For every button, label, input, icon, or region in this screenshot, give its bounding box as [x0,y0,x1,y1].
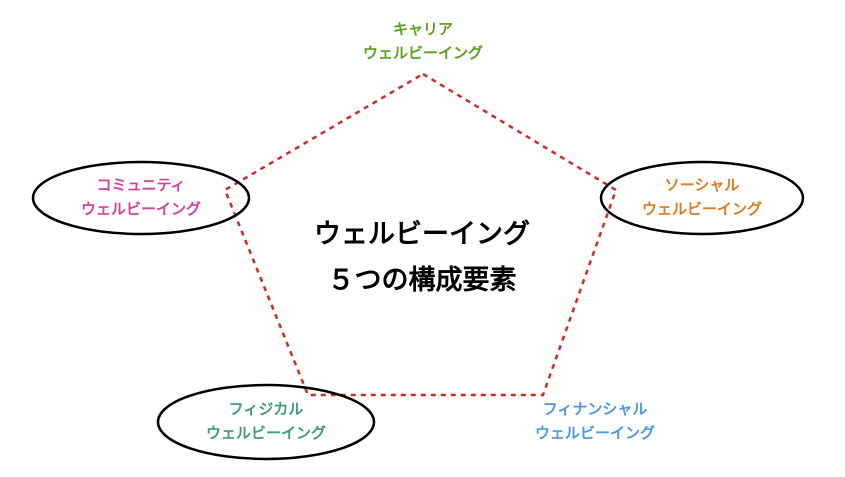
node-social-line2: ウェルビーイング [641,200,762,218]
social-ellipse [599,160,805,236]
node-social: ソーシャル ウェルビーイング [602,173,802,221]
node-financial: フィナンシャル ウェルビーイング [495,397,695,445]
node-financial-line1: フィナンシャル [542,400,648,418]
community-ellipse [31,160,251,236]
center-title-line2: ５つの構成要素 [327,265,517,296]
node-physical-line2: ウェルビーイング [205,424,326,442]
node-physical-line1: フィジカル [228,400,304,418]
node-community: コミュニティ ウェルビーイング [41,173,241,221]
node-physical: フィジカル ウェルビーイング [166,397,366,445]
node-financial-line2: ウェルビーイング [534,424,655,442]
physical-ellipse [156,383,376,461]
node-community-line2: ウェルビーイング [80,200,201,218]
node-career: キャリア ウェルビーイング [323,17,523,65]
pentagon-outline [223,72,618,397]
node-social-line1: ソーシャル [664,176,740,194]
node-community-line1: コミュニティ [96,176,186,194]
center-title: ウェルビーイング ５つの構成要素 [222,212,622,304]
center-title-line1: ウェルビーイング [314,219,530,250]
node-career-line2: ウェルビーイング [362,44,483,62]
node-career-line1: キャリア [392,20,453,38]
